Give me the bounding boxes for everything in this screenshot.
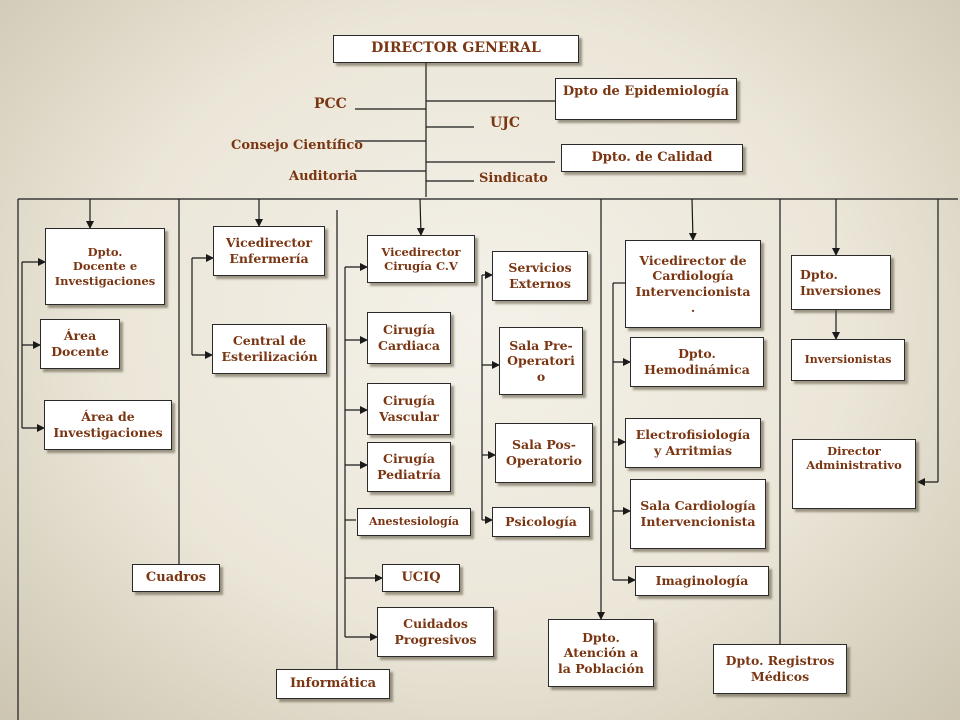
cuidados-progresivos-box: Cuidados Progresivos [377,607,494,657]
cirugia-vascular-box: Cirugía Vascular [367,383,451,435]
dpto-atencion-poblacion-box: Dpto. Atención a la Población [548,619,654,687]
inversionistas-box: Inversionistas [791,339,905,381]
uciq-box: UCIQ [382,564,460,592]
dpto-registros-medicos-box: Dpto. Registros Médicos [713,644,847,694]
sala-pre-operatorio-box: Sala Pre- Operatori o [499,327,583,395]
director-administrativo-box: Director Administrativo [792,439,916,509]
sala-cardiologia-box: Sala Cardiología Intervencionista [630,479,766,549]
dpto-docente-box: Dpto. Docente e Investigaciones [45,228,165,305]
servicios-externos-box: Servicios Externos [492,251,588,301]
vicedirector-cardiologia-box: Vicedirector de Cardiología Intervencion… [625,240,761,328]
epidemiologia-box: Dpto de Epidemiología [555,78,737,120]
anestesiologia-box: Anestesiología [357,508,471,536]
vicedirector-enfermeria-box: Vicedirector Enfermería [213,226,325,276]
ujc-label: UJC [490,115,520,131]
sala-pos-operatorio-box: Sala Pos- Operatorio [495,423,593,483]
cuadros-box: Cuadros [132,564,220,592]
informatica-box: Informática [276,669,390,699]
psicologia-box: Psicología [492,507,590,537]
imaginologia-box: Imaginología [635,566,769,596]
cirugia-pediatria-box: Cirugía Pediatría [367,442,451,492]
drop-vice-cirugia [416,198,425,236]
cirugia-cardiaca-box: Cirugía Cardiaca [367,312,451,364]
pcc-label: PCC [314,96,347,112]
electrofisiologia-box: Electrofisiología y Arritmias [625,418,761,468]
area-docente-box: Área Docente [40,319,120,369]
sindicato-label: Sindicato [479,171,548,186]
central-esterilizacion-box: Central de Esterilización [212,324,327,374]
vicedirector-cirugia-box: Vicedirector Cirugía C.V [367,235,475,283]
area-investigaciones-box: Área de Investigaciones [44,400,172,450]
drop-vice-cardiologia [688,198,697,241]
calidad-box: Dpto. de Calidad [561,144,743,172]
consejo-label: Consejo Científico [231,138,363,153]
dpto-inversiones-box: Dpto. Inversiones [791,255,891,310]
director-general-box: DIRECTOR GENERAL [333,35,579,63]
dpto-hemodinamica-box: Dpto. Hemodinámica [630,337,764,387]
auditoria-label: Auditoria [289,169,358,184]
